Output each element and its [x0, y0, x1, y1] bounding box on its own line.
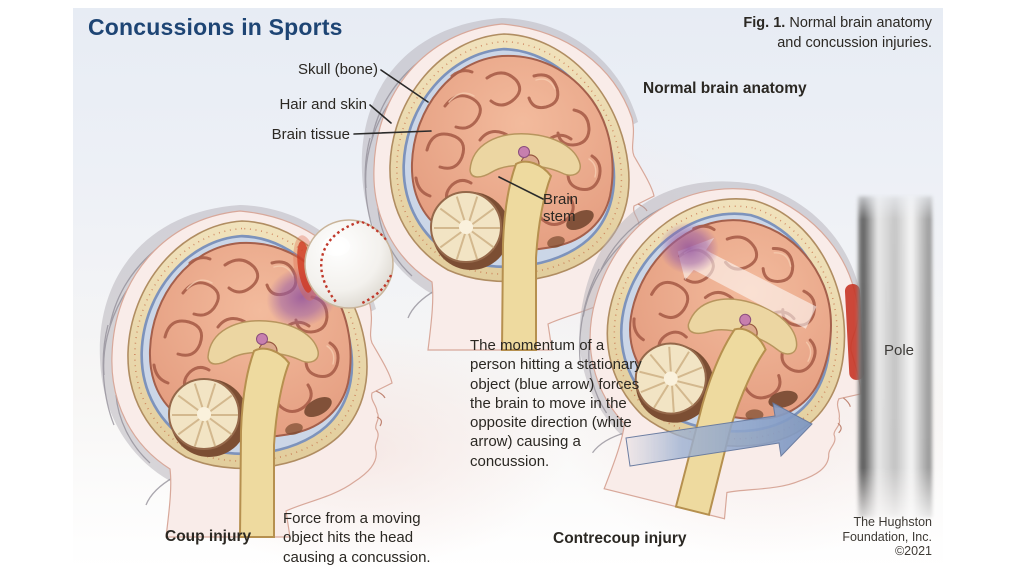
credit-line1: The Hughston: [853, 515, 932, 529]
brain-stem-label: Brain stem: [543, 191, 579, 226]
brain-tissue-leader-line: [353, 130, 432, 135]
coup-description: Force from a moving object hits the head…: [283, 510, 431, 566]
skull-leader-line: [380, 69, 429, 103]
hair-skin-label: Hair and skin: [279, 96, 367, 113]
figure-caption-line2: and concussion injuries.: [777, 35, 932, 51]
pole: [858, 196, 932, 518]
hair-skin-leader-line: [369, 104, 392, 124]
figure-caption: Fig. 1. Normal brain anatomy and concuss…: [743, 13, 932, 53]
brain-stem-leader-line: [498, 176, 544, 200]
page-title: Concussions in Sports: [88, 14, 343, 40]
pole-label: Pole: [884, 342, 915, 359]
credit-line2: Foundation, Inc.: [842, 529, 932, 544]
figure-number: Fig. 1.: [743, 15, 786, 31]
credit: The Hughston Foundation, Inc. ©2021: [842, 515, 932, 559]
normal-anatomy-heading: Normal brain anatomy: [643, 80, 807, 97]
contrecoup-description: The momentum of a person hitting a stati…: [470, 337, 642, 470]
contrecoup-head: [538, 149, 906, 545]
momentum-arrow: [625, 402, 813, 467]
credit-line3: ©2021: [894, 544, 932, 559]
figure-caption-line1: Fig. 1. Normal brain anatomy: [743, 15, 932, 31]
baseball: [304, 219, 394, 309]
coup-injury-heading: Coup injury: [165, 528, 252, 545]
leader-lines: [353, 69, 544, 200]
skull-label: Skull (bone): [297, 61, 378, 78]
contrecoup-bruise: [658, 222, 719, 275]
brain-tissue-label: Brain tissue: [271, 126, 350, 143]
contrecoup-injury-heading: Contrecoup injury: [553, 530, 687, 547]
